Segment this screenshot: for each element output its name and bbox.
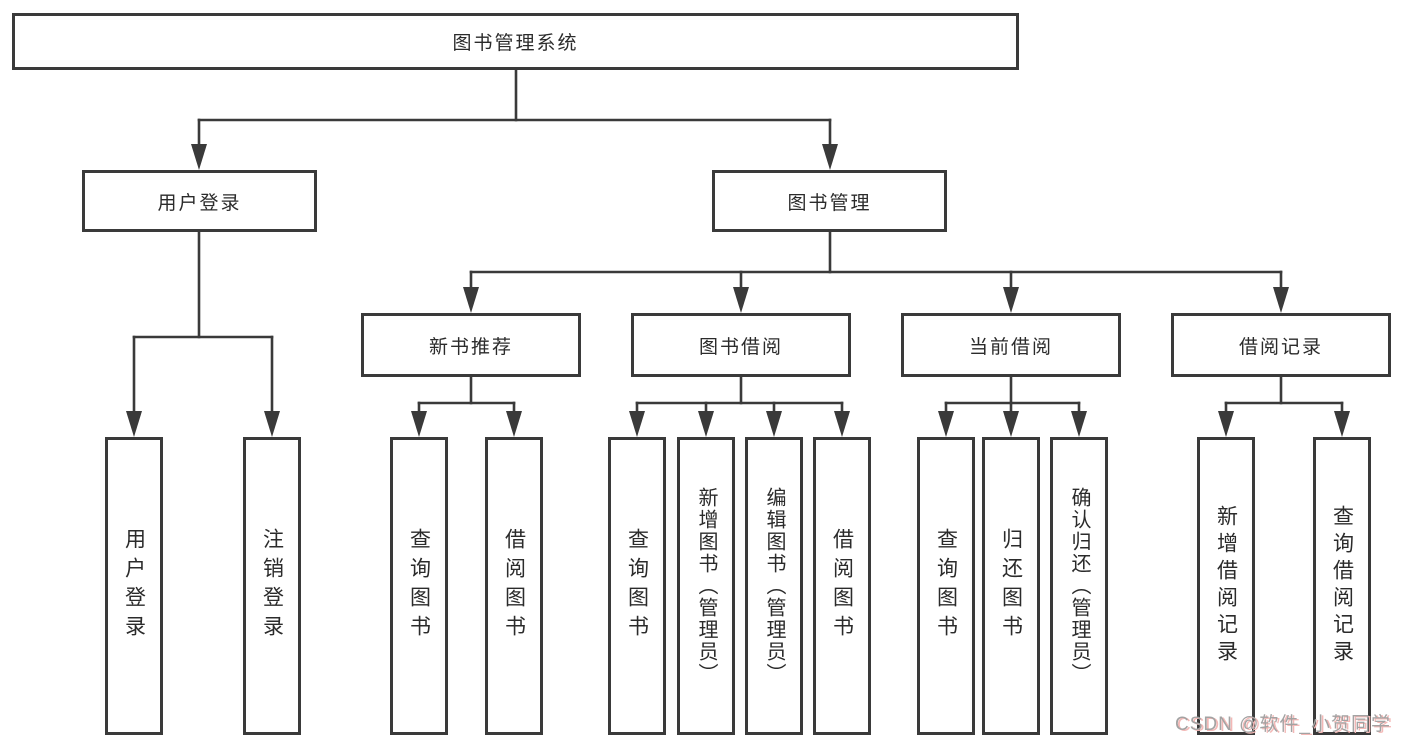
arrowheads [126,144,1350,437]
node-new-book-recommend-label: 新书推荐 [428,336,513,358]
leaf-confirm-return-admin: 确认归还（管理员） [1050,437,1108,735]
leaf-query-books-borrow-label: 查询图书 [625,528,649,644]
leaf-borrow-books-label: 借阅图书 [830,528,854,644]
leaf-add-book-admin: 新增图书（管理员） [677,437,735,735]
node-user-login: 用户登录 [82,170,317,232]
leaf-edit-book-admin-label: 编辑图书（管理员） [763,487,785,685]
leaf-query-books-borrow: 查询图书 [608,437,666,735]
leaf-query-borrow-record: 查询借阅记录 [1313,437,1371,735]
node-current-borrow: 当前借阅 [901,313,1121,377]
leaf-logout-label: 注销登录 [260,528,284,644]
node-user-login-label: 用户登录 [157,192,242,214]
node-book-borrow: 图书借阅 [631,313,851,377]
leaf-borrow-books-recommend-label: 借阅图书 [502,528,526,644]
leaf-return-books: 归还图书 [982,437,1040,735]
leaf-add-borrow-record: 新增借阅记录 [1197,437,1255,735]
leaf-borrow-books: 借阅图书 [813,437,871,735]
node-current-borrow-label: 当前借阅 [968,336,1053,358]
leaf-query-borrow-record-label: 查询借阅记录 [1330,505,1354,667]
leaf-return-books-label: 归还图书 [999,528,1023,644]
leaf-edit-book-admin: 编辑图书（管理员） [745,437,803,735]
node-book-borrow-label: 图书借阅 [698,336,783,358]
node-new-book-recommend: 新书推荐 [361,313,581,377]
node-root: 图书管理系统 [12,13,1019,70]
leaf-query-books-current-label: 查询图书 [934,528,958,644]
leaf-add-borrow-record-label: 新增借阅记录 [1214,505,1238,667]
leaf-query-books-recommend: 查询图书 [390,437,448,735]
watermark: CSDN @软件_小贺同学 [1175,714,1391,735]
node-borrow-record-label: 借阅记录 [1238,336,1323,358]
node-book-management: 图书管理 [712,170,947,232]
leaf-query-books-current: 查询图书 [917,437,975,735]
leaf-query-books-recommend-label: 查询图书 [407,528,431,644]
node-book-management-label: 图书管理 [787,192,872,214]
node-borrow-record: 借阅记录 [1171,313,1391,377]
leaf-add-book-admin-label: 新增图书（管理员） [695,487,717,685]
leaf-user-login: 用户登录 [105,437,163,735]
leaf-user-login-label: 用户登录 [122,528,146,644]
leaf-logout: 注销登录 [243,437,301,735]
node-root-label: 图书管理系统 [452,33,579,54]
leaf-confirm-return-admin-label: 确认归还（管理员） [1068,487,1090,685]
leaf-borrow-books-recommend: 借阅图书 [485,437,543,735]
